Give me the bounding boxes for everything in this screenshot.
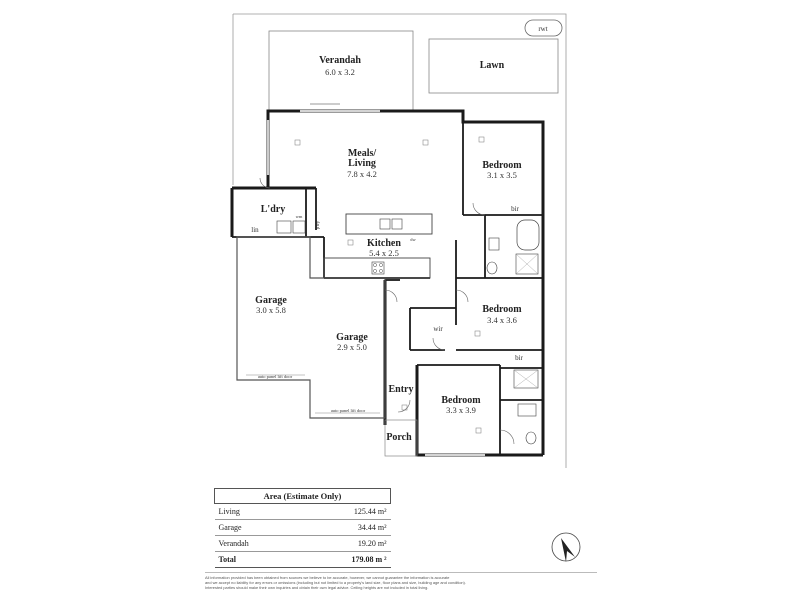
bir2-label: bir bbox=[515, 354, 523, 362]
area-label-total: Total bbox=[214, 551, 298, 568]
garage2-dim: 2.9 x 5.0 bbox=[337, 342, 367, 352]
disclaimer-line: and we accept no liability for any error… bbox=[205, 580, 466, 585]
kitchen-island bbox=[345, 213, 433, 235]
shower bbox=[515, 253, 539, 275]
garage-outline bbox=[236, 236, 386, 419]
lift-door-1-label: auto panel lift door bbox=[258, 374, 293, 379]
wir-label: wir bbox=[433, 325, 443, 333]
toilet-2 bbox=[525, 431, 537, 445]
bedroom1-label: Bedroom bbox=[482, 160, 522, 171]
disclaimer-line: Interested parties should make their own… bbox=[205, 585, 429, 590]
area-table-title: Area (Estimate Only) bbox=[214, 488, 391, 504]
bedroom2-dim: 3.4 x 3.6 bbox=[487, 315, 517, 325]
door-swings bbox=[259, 177, 515, 445]
cooktop bbox=[371, 261, 385, 275]
verandah-label: Verandah bbox=[319, 55, 361, 66]
rainwater-tank bbox=[524, 19, 563, 37]
kitchen-label: Kitchen bbox=[367, 238, 401, 249]
pantry-label: p'try bbox=[315, 220, 320, 229]
shower-2 bbox=[513, 369, 539, 389]
laundry-label: L'dry bbox=[261, 204, 285, 215]
vanity-2 bbox=[517, 403, 537, 417]
area-table: Area (Estimate Only) Living 125.44 m² Ga… bbox=[214, 488, 391, 568]
area-value-living: 125.44 m² bbox=[297, 503, 391, 520]
lawn-label: Lawn bbox=[480, 60, 505, 71]
garage1-dim: 3.0 x 5.8 bbox=[256, 305, 286, 315]
lift-door-2-label: auto panel lift door bbox=[331, 408, 366, 413]
area-value-total: 179.08 m ² bbox=[297, 551, 391, 568]
kitchen-dim: 5.4 x 2.5 bbox=[369, 248, 399, 258]
light-markers bbox=[294, 136, 485, 434]
kitchen-sink bbox=[379, 218, 391, 230]
vanity bbox=[488, 237, 500, 251]
meals-living-label-2: Living bbox=[348, 158, 376, 169]
table-row: Verandah 19.20 m² bbox=[214, 535, 391, 552]
garage1-label: Garage bbox=[255, 295, 287, 306]
bedroom2-label: Bedroom bbox=[482, 304, 522, 315]
verandah-dim: 6.0 x 3.2 bbox=[325, 67, 355, 77]
rwt-label: rwt bbox=[538, 25, 547, 33]
north-arrow-icon bbox=[551, 532, 581, 562]
laundry-tub bbox=[276, 220, 292, 234]
area-label-verandah: Verandah bbox=[214, 535, 298, 552]
toilet bbox=[486, 261, 498, 275]
dw-label: dw bbox=[410, 237, 416, 242]
kitchen-bench bbox=[323, 257, 431, 279]
lawn-area bbox=[428, 38, 559, 94]
meals-living-label-1: Meals/ bbox=[348, 148, 377, 159]
disclaimer-line: All information provided has been obtain… bbox=[205, 575, 450, 580]
area-label-living: Living bbox=[214, 503, 298, 520]
area-value-garage: 34.44 m² bbox=[297, 519, 391, 536]
bedroom3-label: Bedroom bbox=[441, 395, 481, 406]
bir1-label: bir bbox=[511, 205, 519, 213]
meals-living-dim: 7.8 x 4.2 bbox=[347, 169, 377, 179]
lin-label: lin bbox=[251, 226, 259, 234]
area-value-verandah: 19.20 m² bbox=[297, 535, 391, 552]
bedroom1-dim: 3.1 x 3.5 bbox=[487, 170, 517, 180]
garage2-label: Garage bbox=[336, 332, 368, 343]
bathtub bbox=[516, 219, 540, 251]
wm-label: wm bbox=[296, 214, 303, 219]
interior-walls bbox=[232, 122, 543, 455]
bedroom3-dim: 3.3 x 3.9 bbox=[446, 405, 476, 415]
site-boundary bbox=[233, 13, 567, 468]
disclaimer-divider bbox=[205, 572, 597, 573]
entry-label: Entry bbox=[389, 384, 414, 395]
porch-area bbox=[384, 419, 418, 457]
table-row: Garage 34.44 m² bbox=[214, 519, 391, 536]
washing-machine bbox=[292, 220, 306, 234]
porch-label: Porch bbox=[386, 432, 412, 443]
area-label-garage: Garage bbox=[214, 519, 298, 536]
table-row-total: Total 179.08 m ² bbox=[214, 551, 391, 568]
table-row: Living 125.44 m² bbox=[214, 503, 391, 520]
disclaimer: All information provided has been obtain… bbox=[205, 575, 597, 590]
